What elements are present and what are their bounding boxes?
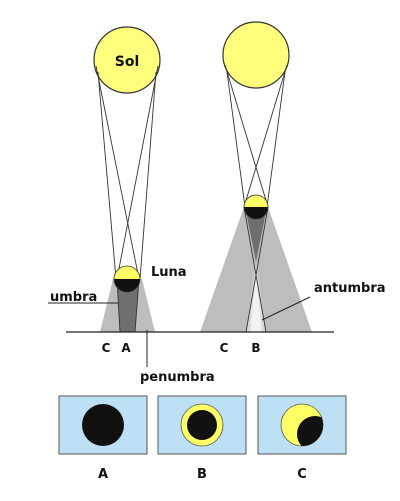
panel-b-moon <box>187 410 217 440</box>
right-moon <box>243 194 269 220</box>
right-umbra-cone <box>245 207 267 262</box>
panel-b-label: B <box>197 467 207 482</box>
right-point-b: B <box>251 341 260 355</box>
moon-label: Luna <box>151 265 187 280</box>
penumbra-label: penumbra <box>140 370 215 385</box>
leader-lines <box>48 296 311 367</box>
panel-a-label: A <box>98 467 108 482</box>
left-point-a: A <box>121 341 131 355</box>
right-rays <box>224 64 288 333</box>
panel-c: C <box>257 395 347 482</box>
sun-label: Sol <box>115 54 140 70</box>
panel-a-moon <box>82 404 124 446</box>
antumbra-label: antumbra <box>314 281 386 296</box>
right-point-c: C <box>220 341 229 355</box>
right-sun <box>222 21 290 89</box>
left-sun <box>93 26 161 94</box>
left-point-c: C <box>102 341 111 355</box>
panel-c-moon <box>297 416 323 446</box>
panel-c-label: C <box>297 467 307 482</box>
right-eclipse-geometry <box>200 21 312 333</box>
antumbra-leader <box>261 296 311 321</box>
left-rays <box>95 65 159 333</box>
panel-b: B <box>157 395 247 482</box>
panel-a: A <box>58 395 148 482</box>
left-umbra-cone <box>117 279 139 332</box>
left-eclipse-geometry <box>93 26 161 333</box>
umbra-label: umbra <box>50 290 97 305</box>
left-moon <box>113 265 141 293</box>
